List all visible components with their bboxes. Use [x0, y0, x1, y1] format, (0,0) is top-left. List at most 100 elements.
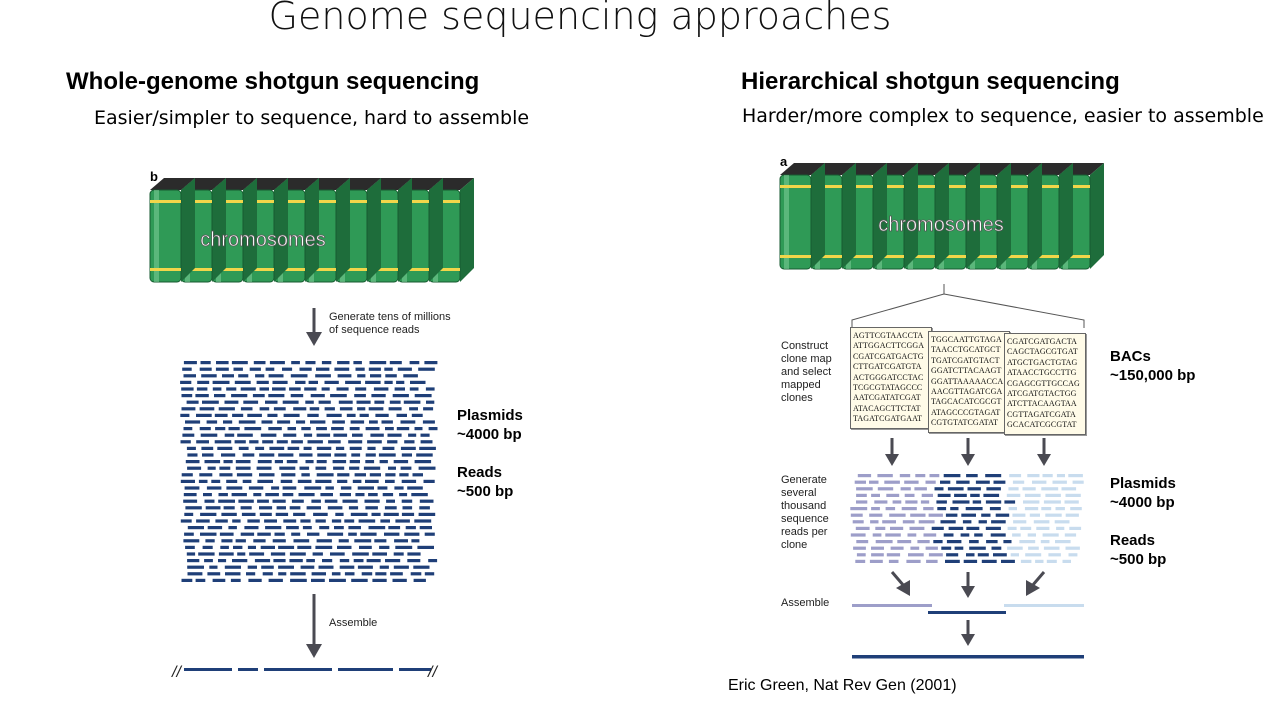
- read: [367, 440, 382, 444]
- read: [888, 559, 899, 563]
- read: [369, 420, 378, 424]
- read: [1070, 507, 1082, 511]
- read: [331, 427, 344, 431]
- read: [289, 559, 303, 563]
- caption-line: clones: [781, 392, 813, 404]
- read: [300, 565, 315, 569]
- read: [316, 473, 334, 477]
- read: [1012, 533, 1021, 537]
- read: [384, 532, 400, 536]
- read: [886, 493, 900, 497]
- caption-line: Generate: [781, 474, 827, 486]
- read: [414, 427, 423, 431]
- read: [357, 486, 374, 490]
- read: [936, 500, 947, 504]
- read: [264, 519, 277, 523]
- read: [206, 486, 222, 490]
- read: [244, 526, 259, 530]
- read: [187, 559, 200, 563]
- read: [268, 394, 285, 398]
- read: [185, 460, 200, 464]
- read: [318, 400, 331, 404]
- read: [311, 572, 326, 576]
- read: [226, 479, 238, 483]
- read: [972, 500, 982, 504]
- read: [871, 507, 880, 511]
- read: [875, 540, 893, 544]
- read: [1072, 480, 1084, 484]
- read: [201, 374, 217, 378]
- read: [403, 400, 421, 404]
- read: [202, 400, 219, 404]
- read: [1045, 493, 1061, 497]
- seq-line: TGGCAATTGTAGA: [931, 335, 1002, 344]
- read: [240, 407, 253, 411]
- read: [238, 374, 249, 378]
- read: [384, 506, 397, 510]
- clone-map-bracket: [851, 284, 1085, 328]
- read: [316, 460, 327, 464]
- read: [349, 446, 362, 450]
- read: [181, 394, 193, 398]
- read: [906, 559, 921, 563]
- read: [854, 480, 866, 484]
- read: [993, 480, 1006, 484]
- read: [200, 512, 217, 516]
- read: [304, 387, 317, 391]
- read: [418, 512, 436, 516]
- read: [203, 493, 212, 497]
- right-books-label: chromosomes: [878, 214, 1004, 236]
- read: [370, 433, 384, 437]
- read: [365, 427, 380, 431]
- read: [335, 446, 345, 450]
- bacs-size: ~150,000 bp: [1110, 367, 1196, 384]
- read: [295, 380, 306, 384]
- seq-line: ATTGGACTTCGGA: [853, 341, 925, 351]
- read: [338, 539, 349, 543]
- citation: Eric Green, Nat Rev Gen (2001): [728, 677, 957, 694]
- read: [416, 453, 433, 457]
- sequence-reads: [180, 361, 438, 582]
- read: [348, 440, 363, 444]
- seq-line: AGTTCGTAACCTA: [853, 331, 924, 340]
- read: [872, 533, 882, 537]
- read: [181, 578, 193, 582]
- read: [905, 500, 918, 504]
- read: [225, 572, 241, 576]
- read: [207, 572, 221, 576]
- read: [186, 552, 196, 556]
- read: [892, 500, 902, 504]
- caption-line: sequence: [781, 513, 829, 525]
- read: [850, 513, 863, 517]
- read: [394, 387, 405, 391]
- right-assembly: [852, 604, 1084, 659]
- seq-line: ATGCTGACTGTAG: [1007, 357, 1078, 367]
- read: [885, 507, 896, 511]
- seq-line: CGTGTATCGATAT: [931, 418, 999, 428]
- read: [240, 387, 256, 391]
- read: [186, 446, 196, 450]
- read: [233, 545, 243, 549]
- read: [196, 387, 208, 391]
- read: [366, 559, 381, 563]
- read: [885, 533, 901, 537]
- read: [215, 367, 229, 371]
- read: [871, 553, 884, 557]
- read: [363, 466, 381, 470]
- read: [199, 407, 215, 411]
- read: [293, 512, 306, 516]
- read: [259, 407, 270, 411]
- read: [273, 407, 286, 411]
- read: [926, 559, 938, 563]
- read: [966, 553, 975, 557]
- read: [272, 499, 286, 503]
- read: [344, 572, 355, 576]
- read: [395, 519, 410, 523]
- read: [917, 540, 930, 544]
- read: [262, 440, 274, 444]
- read: [256, 380, 269, 384]
- seq-line: CGATCGATGACTA: [1007, 337, 1077, 346]
- read: [240, 532, 255, 536]
- read: [1027, 533, 1036, 537]
- read: [326, 413, 342, 417]
